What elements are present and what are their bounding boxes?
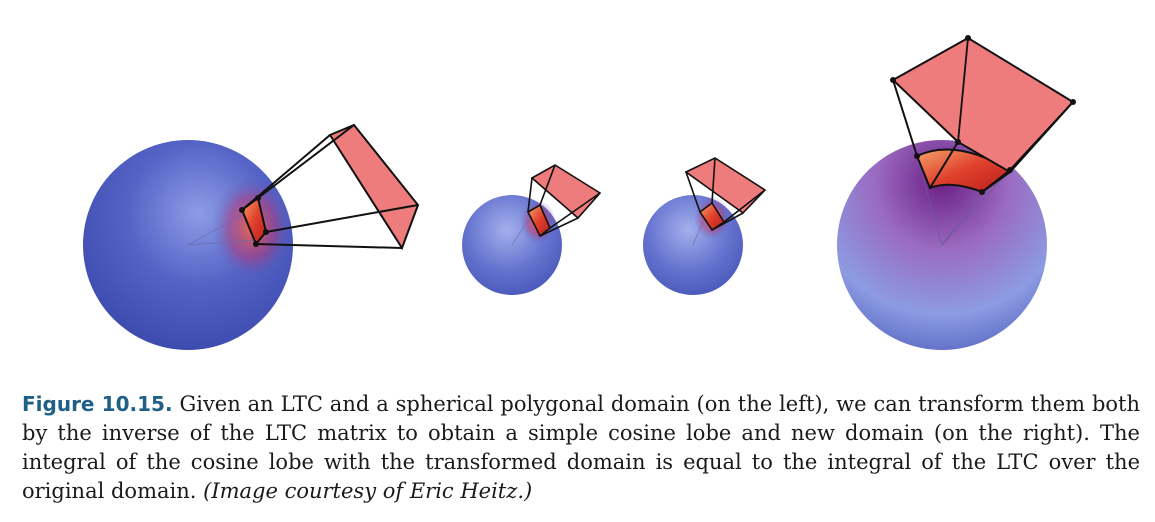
caption-text: Given an LTC and a spherical polygonal d… — [22, 392, 1140, 503]
cosine-lobe-transformed — [837, 35, 1076, 350]
figure-label: Figure 10.15. — [22, 392, 173, 416]
figure-caption: Figure 10.15. Given an LTC and a spheric… — [22, 390, 1140, 506]
ltc-sphere-original — [83, 123, 420, 350]
ltc-sphere-step-2 — [643, 157, 767, 295]
ltc-sphere-step-1 — [462, 164, 602, 295]
image-credit: (Image courtesy of Eric Heitz.) — [203, 479, 533, 503]
ltc-figure — [83, 35, 1076, 350]
